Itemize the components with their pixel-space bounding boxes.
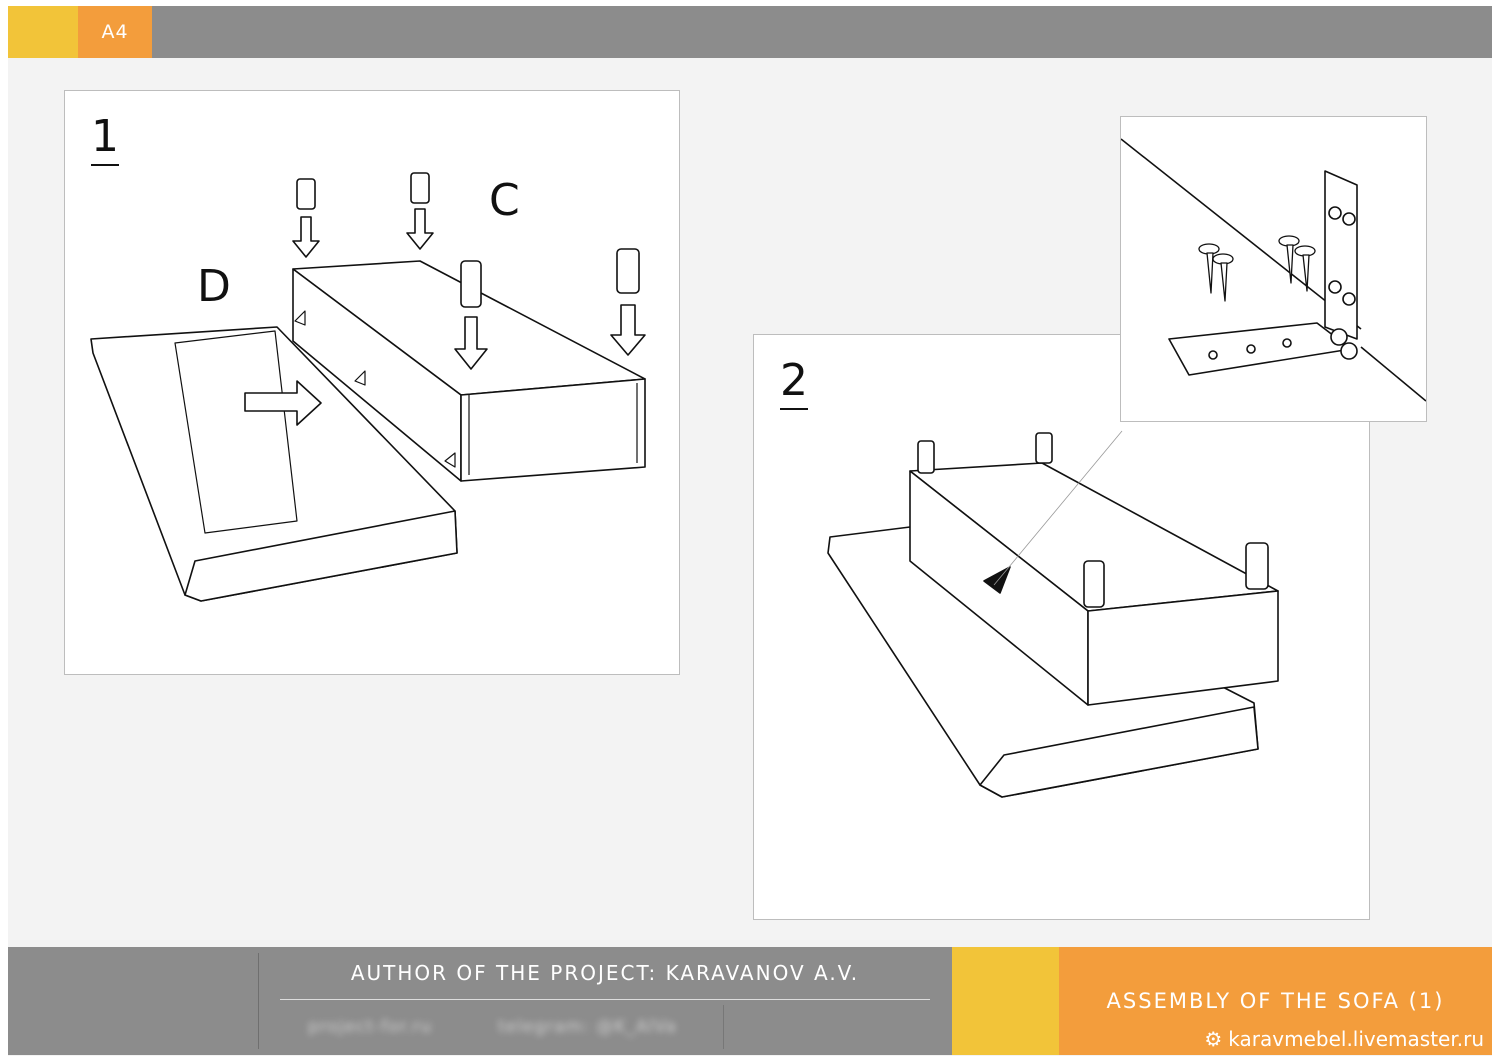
detail-drawing bbox=[1121, 138, 1426, 402]
header-yellow-block bbox=[8, 6, 78, 58]
footer-watermark: ⚙karavmebel.livemaster.ru bbox=[1204, 1027, 1484, 1051]
footer-divider-horizontal bbox=[280, 999, 930, 1000]
footer-watermark-text: karavmebel.livemaster.ru bbox=[1228, 1027, 1484, 1051]
footer-title: ASSEMBLY OF THE SOFA (1) bbox=[1106, 989, 1445, 1013]
footer-yellow-block bbox=[952, 947, 1059, 1055]
format-label: A4 bbox=[78, 6, 152, 58]
step-1-number: 1 bbox=[91, 111, 119, 166]
step-2-drawing bbox=[827, 430, 1279, 798]
part-label-d: D bbox=[197, 261, 231, 312]
step-1-drawing bbox=[90, 172, 646, 602]
footer-orange-block bbox=[1059, 947, 1492, 1055]
footer: AUTHOR OF THE PROJECT: KARAVANOV A.V. pr… bbox=[8, 947, 1492, 1055]
step-1-panel: 1 C D bbox=[64, 90, 680, 675]
footer-link-website[interactable]: project-for.ru bbox=[308, 1017, 433, 1037]
footer-author: AUTHOR OF THE PROJECT: KARAVANOV A.V. bbox=[350, 961, 860, 985]
step-2-number: 2 bbox=[780, 355, 808, 410]
footer-grey-block bbox=[8, 947, 952, 1055]
header-bar: A4 bbox=[8, 6, 1492, 58]
gear-icon: ⚙ bbox=[1204, 1027, 1223, 1051]
detail-panel bbox=[1120, 116, 1427, 422]
step-2-panel: 2 bbox=[753, 334, 1370, 920]
footer-divider-vertical bbox=[258, 953, 259, 1049]
footer-link-separator bbox=[723, 1005, 724, 1049]
footer-link-telegram[interactable]: telegram: @K_AlVa bbox=[498, 1017, 677, 1037]
part-label-c: C bbox=[489, 175, 520, 226]
